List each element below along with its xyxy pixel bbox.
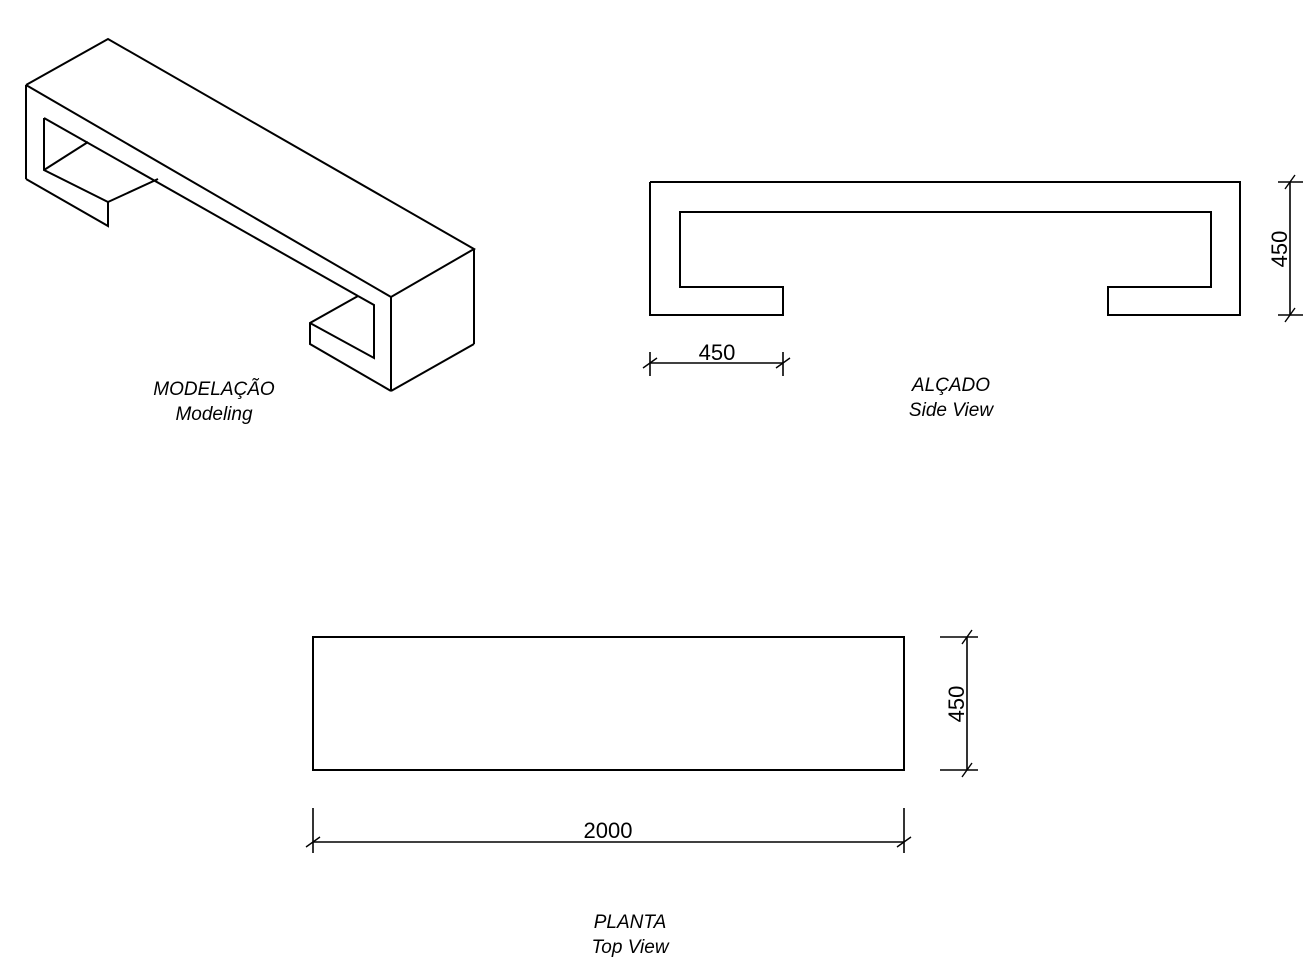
bench-inner-right — [309, 295, 375, 360]
side-view-caption: ALÇADO Side View — [851, 373, 1051, 423]
modeling-title: MODELAÇÃO — [153, 379, 275, 400]
modeling-subtitle: Modeling — [175, 404, 253, 425]
side-view-subtitle: Side View — [908, 400, 994, 421]
side-view-width-dimension: 450 — [642, 340, 791, 376]
side-view-title: ALÇADO — [911, 375, 991, 396]
side-view-outline — [649, 181, 1241, 316]
side-width-label: 450 — [699, 340, 736, 365]
bench-foot-left — [25, 178, 159, 228]
modeling-caption: MODELAÇÃO Modeling — [114, 377, 314, 427]
side-view-profile — [649, 181, 1241, 316]
top-view-height-dimension: 450 — [940, 629, 978, 778]
bench-inner-left-floor — [43, 141, 89, 171]
bench-inner-top — [43, 117, 359, 297]
side-view-height-dimension: 450 — [1267, 174, 1303, 323]
bench-top-face — [25, 37, 477, 299]
bench-foot-right — [309, 295, 392, 392]
top-view-outline — [312, 636, 905, 771]
bench-inner-left — [43, 118, 109, 203]
top-height-label: 450 — [944, 686, 969, 723]
isometric-bench-model — [25, 37, 477, 392]
top-length-label: 2000 — [584, 818, 633, 843]
top-view-subtitle: Top View — [591, 937, 669, 958]
top-view-caption: PLANTA Top View — [530, 910, 730, 960]
top-view-length-dimension: 2000 — [305, 808, 912, 853]
top-view-title: PLANTA — [593, 912, 667, 933]
bench-bottom-edge — [390, 343, 475, 392]
top-view-plan — [312, 636, 905, 771]
side-height-label: 450 — [1267, 231, 1292, 268]
